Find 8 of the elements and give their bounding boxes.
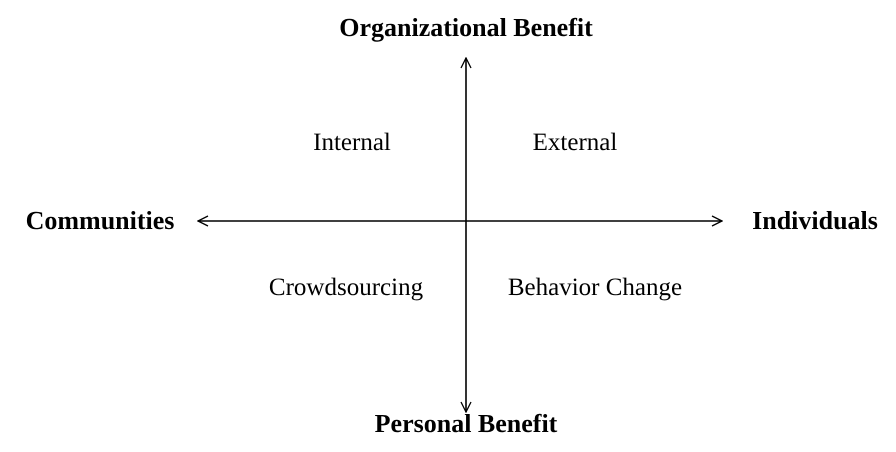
axis-title: Organizational Benefit [339, 13, 593, 43]
quadrant-label: Behavior Change [508, 274, 682, 302]
quadrant-label: External [532, 129, 618, 157]
axis-title: Personal Benefit [374, 409, 558, 439]
quadrant-label: Internal [313, 129, 391, 157]
quadrant-label: Crowdsourcing [268, 274, 424, 302]
axis-title: Individuals [752, 206, 878, 236]
axis-title: Communities [26, 206, 174, 236]
